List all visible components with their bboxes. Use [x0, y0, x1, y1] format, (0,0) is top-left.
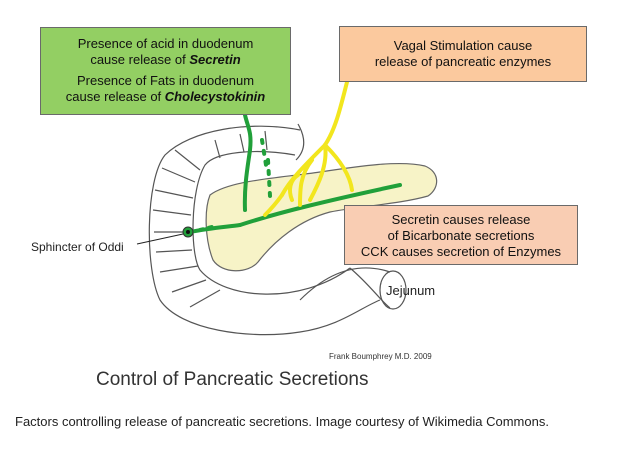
cck-term: Cholecystokinin [164, 89, 266, 104]
diagram-title: Control of Pancreatic Secretions [96, 369, 369, 390]
anatomy-illustration [136, 80, 438, 336]
sphincter-label: Sphincter of Oddi [31, 240, 124, 254]
author-credit: Frank Boumphrey M.D. 2009 [329, 352, 432, 361]
cck-prefix: cause release of [65, 89, 165, 104]
sphincter-marker [136, 226, 194, 245]
jejunum-label: Jejunum [386, 283, 436, 298]
vagal-line-1: Vagal Stimulation cause [393, 38, 533, 53]
secretin-prefix: cause release of [90, 52, 190, 67]
acid-fats-stimulus-box: Presence of acid in duodenum cause relea… [40, 27, 291, 115]
acid-line: Presence of acid in duodenum [77, 36, 254, 51]
secretin-term: Secretin [189, 52, 241, 67]
secretin-line: cause release of Secretin [41, 52, 290, 68]
secretin-effect-box: Secretin causes release of Bicarbonate s… [344, 205, 578, 265]
cck-line: cause release of Cholecystokinin [41, 89, 290, 105]
vagal-line-2: release of pancreatic enzymes [374, 54, 552, 69]
duodenum-outline [148, 123, 381, 336]
pancreas-diagram: Presence of acid in duodenum cause relea… [31, 26, 587, 390]
effect-line-2: of Bicarbonate secretions [387, 228, 535, 243]
jejunum-outline [299, 267, 407, 310]
fats-line: Presence of Fats in duodenum [76, 73, 255, 88]
vagal-stimulation-box: Vagal Stimulation cause release of pancr… [339, 26, 587, 82]
effect-line-3: CCK causes secretion of Enzymes [360, 244, 562, 259]
pancreatic-duct [188, 113, 402, 234]
effect-line-1: Secretin causes release [391, 212, 531, 227]
vagal-nerves [263, 80, 354, 217]
image-caption: Factors controlling release of pancreati… [15, 414, 549, 429]
